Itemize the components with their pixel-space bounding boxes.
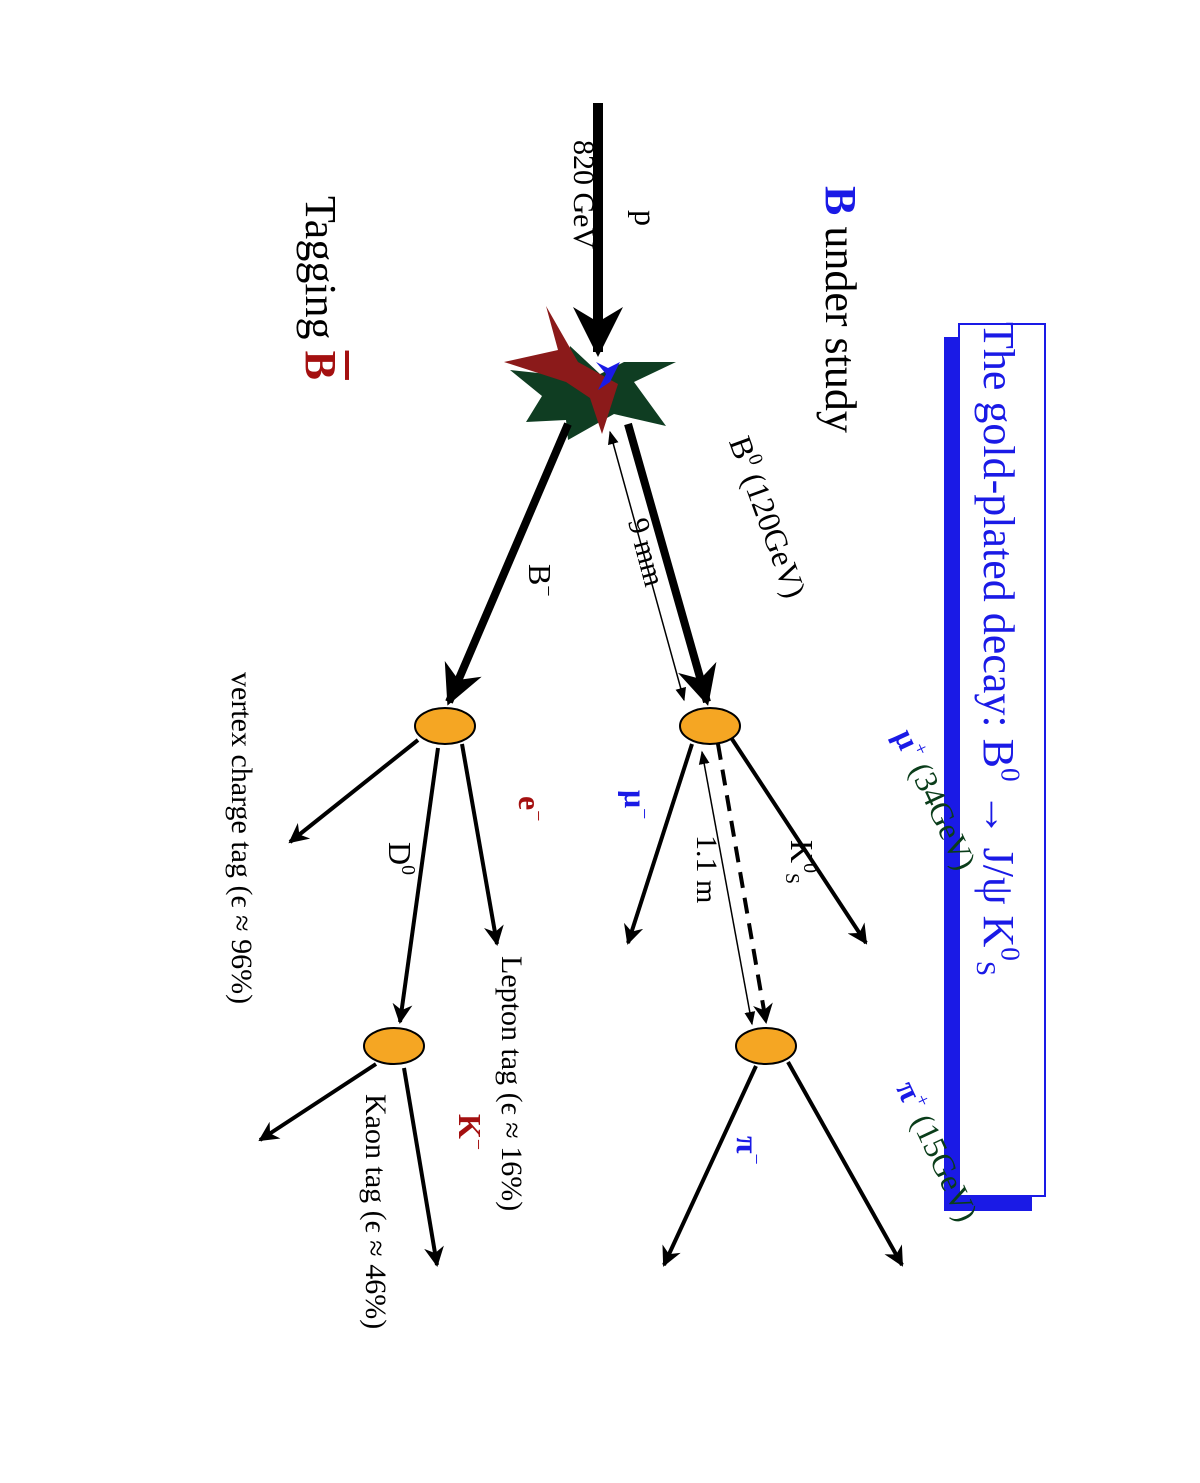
- title-box: [958, 323, 1046, 1197]
- mu-minus-superscript: −: [632, 808, 655, 820]
- d0-label: D0: [382, 842, 419, 876]
- interaction-star-red: [504, 306, 618, 434]
- title-arrow: →: [974, 792, 1023, 837]
- lepton-tag-label: Lepton tag (ϵ ≈ 16%): [495, 956, 528, 1212]
- title-prefix: The gold-plated decay: B: [974, 322, 1023, 768]
- b-minus-track: [444, 422, 572, 706]
- pi-minus-name: π: [730, 1136, 766, 1154]
- mu-minus-label: μ−: [618, 790, 655, 820]
- title-b-superscript: 0: [995, 767, 1026, 782]
- kaon-tag-label: Kaon tag (ϵ ≈ 46%): [359, 1094, 392, 1330]
- d0-superscript: 0: [396, 865, 419, 876]
- b-under-study-label: B under study: [816, 186, 865, 433]
- ks-track: [716, 743, 773, 1024]
- jpsi-vertex: [679, 707, 741, 745]
- title-jpsi-k: J/ψ K: [974, 847, 1023, 948]
- electron-label: e−: [512, 796, 549, 822]
- beam-energy-label: 820 GeV: [567, 140, 600, 250]
- b-minus-superscript: −: [536, 585, 559, 597]
- d0-other-track: [258, 1062, 378, 1142]
- b-under-study-text: under study: [816, 215, 865, 433]
- electron-superscript: −: [526, 810, 549, 822]
- b-minus-name: B: [522, 564, 558, 586]
- tagging-b-bar: B: [296, 350, 345, 380]
- title-k-superscript: 0: [995, 947, 1026, 961]
- pi-minus-label: π−: [730, 1136, 767, 1165]
- proton-label: p: [628, 210, 664, 226]
- d0-track: [392, 747, 440, 1024]
- vertex-charge-track: [288, 738, 420, 844]
- mu-minus-track: [623, 743, 694, 945]
- d0-name: D: [382, 842, 418, 866]
- mu-minus-name: μ: [618, 790, 654, 809]
- title-label: The gold-plated decay: B0 → J/ψ K0S: [971, 322, 1026, 976]
- vertex-tag-label: vertex charge tag (ϵ ≈ 96%): [225, 672, 258, 1005]
- electron-track: [460, 743, 504, 946]
- pi-minus-superscript: −: [744, 1153, 767, 1165]
- b-minus-label: B−: [522, 564, 559, 597]
- flight-ks-label: 1.1 m: [690, 835, 723, 904]
- tagging-text: Tagging: [296, 196, 345, 351]
- pi-plus-track: [786, 1061, 904, 1267]
- electron-name: e: [512, 796, 548, 811]
- ks-vertex: [735, 1027, 797, 1065]
- b-under-study-b: B: [816, 186, 865, 216]
- pi-minus-track: [662, 1065, 758, 1267]
- d0-vertex: [363, 1027, 425, 1065]
- interaction-star-blue: [596, 362, 620, 390]
- kaon-label: K−: [452, 1114, 489, 1151]
- title-k-subscript: S: [971, 960, 1002, 977]
- ks-superscript: 0: [798, 863, 821, 874]
- ks-name: K: [784, 840, 820, 864]
- kaon-name: K: [452, 1114, 488, 1139]
- ks-flight-distance-arrow: [698, 750, 756, 1026]
- kaon-superscript: −: [466, 1138, 489, 1151]
- b0-flight-distance-arrow: [608, 430, 686, 702]
- ks-label: K0S: [781, 840, 821, 884]
- b-minus-vertex: [414, 707, 476, 745]
- kaon-track: [402, 1067, 444, 1267]
- ks-subscript: S: [781, 873, 804, 885]
- tagging-label: Tagging B: [296, 196, 345, 380]
